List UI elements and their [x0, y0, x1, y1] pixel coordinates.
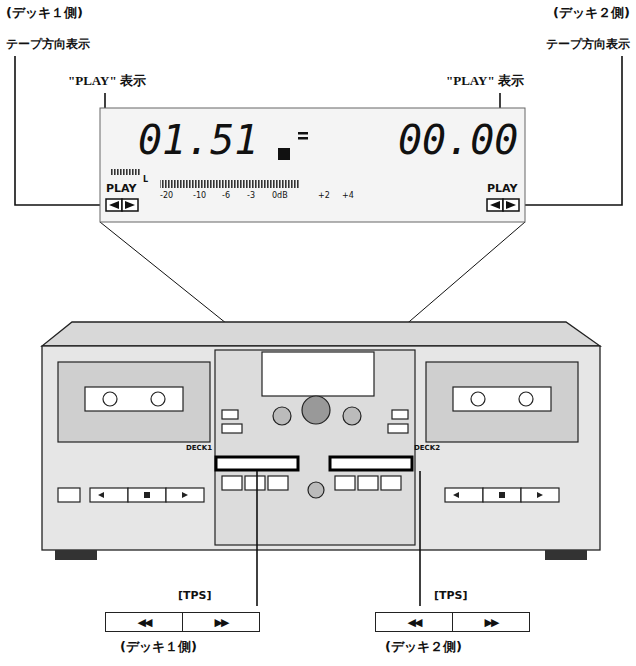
button-symbol: ◀◀	[408, 616, 421, 629]
tps-button: ▶▶	[452, 612, 530, 632]
scale-number: -3	[247, 192, 255, 201]
counter-digits: 01.51	[138, 118, 258, 162]
deck-caption: (デッキ１側)	[120, 640, 197, 654]
button-symbol: ▶▶	[215, 616, 228, 629]
play-indicator: PLAY	[106, 183, 137, 195]
tps-button: ▶▶	[182, 612, 260, 632]
channel-label: L	[143, 176, 148, 185]
scale-number: -6	[222, 192, 230, 201]
button-symbol: ◀◀	[138, 616, 151, 629]
scale-number: +2	[318, 192, 330, 201]
scale-number: -20	[160, 192, 173, 201]
deck-label: DECK2	[414, 445, 440, 453]
tps-button: ◀◀	[105, 612, 183, 632]
callout-label: "PLAY" 表示	[68, 74, 146, 88]
scale-number: 0dB	[272, 192, 288, 201]
callout-label: "PLAY" 表示	[446, 74, 524, 88]
deck-label: DECK1	[186, 445, 212, 453]
play-indicator: PLAY	[487, 183, 518, 195]
scale-number: +4	[342, 192, 354, 201]
scale-number: -10	[193, 192, 206, 201]
tps-button: ◀◀	[375, 612, 453, 632]
button-label: [TPS]	[434, 590, 468, 602]
deck-caption: (デッキ１側)	[6, 6, 83, 20]
deck-caption: (デッキ２側)	[385, 640, 462, 654]
button-label: [TPS]	[178, 590, 212, 602]
counter-digits: 00.00	[398, 118, 518, 162]
deck-caption: (デッキ２側)	[553, 6, 630, 20]
callout-label: テープ方向表示	[6, 38, 90, 51]
button-symbol: ▶▶	[485, 616, 498, 629]
callout-label: テープ方向表示	[546, 38, 630, 51]
